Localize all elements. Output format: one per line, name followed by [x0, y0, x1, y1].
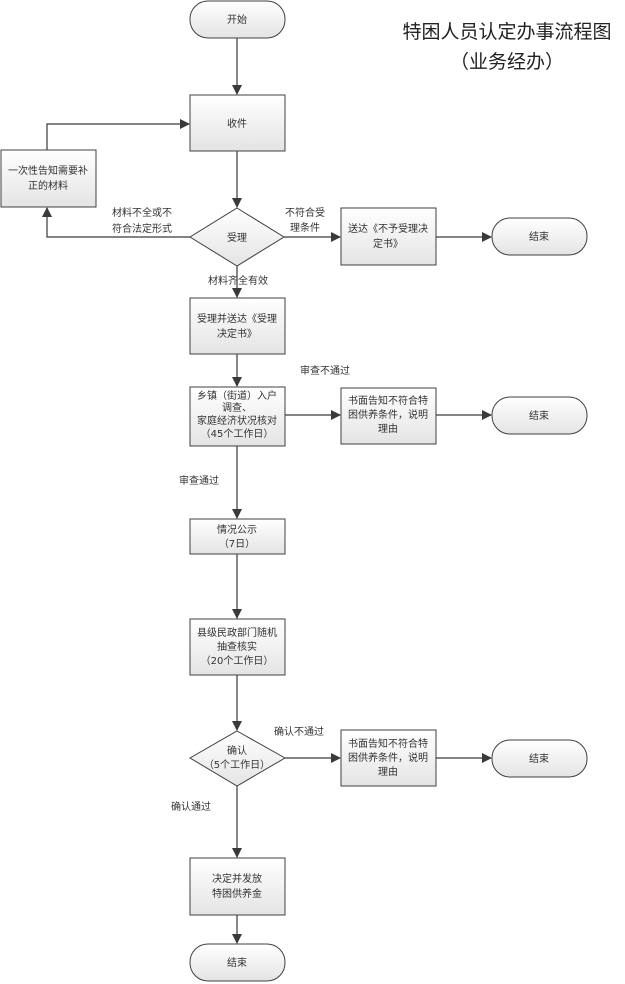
node-reject-notice-line2: 定书》 [373, 237, 403, 250]
node-end-4-label: 结束 [227, 956, 247, 969]
edge-label-confirm-pass: 确认通过 [171, 800, 211, 813]
decision-shape [189, 730, 287, 787]
node-fail-notice-1[interactable]: 书面告知不符合特 困供养条件，说明 理由 [340, 387, 437, 445]
edge-label-not-eligible-2: 理条件 [290, 221, 320, 234]
terminator-shape [189, 943, 286, 982]
node-reject-notice-line1: 送达《不予受理决 [348, 222, 428, 235]
process-shape [189, 618, 286, 676]
node-end-4[interactable]: 结束 [189, 943, 286, 982]
node-survey-line2: 调查、 [222, 401, 252, 414]
node-fail-notice-2-line1: 书面告知不符合特 [348, 737, 428, 750]
node-confirm-line2: （5个工作日） [204, 759, 270, 771]
node-accept-notice-line2: 决定书》 [217, 327, 257, 340]
node-end-1-label: 结束 [529, 230, 549, 243]
node-fail-notice-2[interactable]: 书面告知不符合特 困供养条件，说明 理由 [340, 729, 437, 787]
node-accept-notice-line1: 受理并送达《受理 [197, 312, 277, 325]
node-notify-supplement-line1: 一次性告知需要补 [8, 164, 88, 177]
process-shape [189, 857, 286, 916]
node-survey-line3: 家庭经济状况核对 [197, 414, 277, 427]
node-fail-notice-1-line1: 书面告知不符合特 [348, 394, 428, 407]
terminator-shape [491, 217, 588, 256]
edge-label-incomplete-2: 符合法定形式 [112, 222, 172, 235]
node-receive[interactable]: 收件 [189, 94, 286, 152]
node-decide-line2: 特困供养金 [212, 887, 262, 900]
edge-label-incomplete-1: 材料不全或不 [112, 206, 172, 219]
node-confirm-decision[interactable]: 确认 （5个工作日） [189, 730, 287, 787]
node-county-check-line3: （20个工作日） [201, 655, 274, 667]
node-survey-line1: 乡镇（街道）入户 [197, 389, 277, 402]
node-fail-notice-2-line2: 困供养条件，说明 [348, 751, 428, 764]
node-start[interactable]: 开始 [189, 0, 286, 39]
process-shape [340, 729, 437, 787]
diagram-subtitle: （业务经办） [450, 51, 564, 73]
decision-shape [189, 207, 285, 267]
process-shape [189, 386, 286, 447]
node-survey-line4: （45个工作日） [201, 428, 274, 440]
edge-label-review-pass: 审查通过 [179, 474, 219, 487]
process-shape [189, 94, 286, 152]
diagram-title: 特困人员认定办事流程图 [402, 21, 611, 43]
node-receive-label: 收件 [227, 117, 247, 130]
node-fail-notice-1-line3: 理由 [378, 422, 398, 435]
process-shape [340, 387, 437, 445]
node-confirm-line1: 确认 [227, 744, 247, 757]
node-fail-notice-2-line3: 理由 [378, 765, 398, 778]
edge-accept-supplement [42, 207, 190, 238]
connectors [42, 38, 492, 944]
node-decide-line1: 决定并发放 [212, 872, 262, 885]
edge-supplement-receive [46, 119, 190, 150]
process-shape [189, 518, 286, 555]
edge-label-complete: 材料齐全有效 [208, 274, 268, 287]
node-notify-supplement-line2: 正的材料 [28, 179, 68, 192]
node-end-3[interactable]: 结束 [491, 739, 588, 778]
node-reject-notice[interactable]: 送达《不予受理决 定书》 [340, 207, 437, 266]
node-publicity[interactable]: 情况公示 （7日） [189, 518, 286, 555]
edge-label-confirm-fail: 确认不通过 [274, 725, 324, 738]
terminator-shape [491, 396, 588, 435]
edge-label-not-eligible-1: 不符合受 [285, 206, 325, 219]
node-survey[interactable]: 乡镇（街道）入户 调查、 家庭经济状况核对 （45个工作日） [189, 386, 286, 447]
process-shape [340, 207, 437, 266]
node-end-1[interactable]: 结束 [491, 217, 588, 256]
edge-label-review-fail: 审查不通过 [300, 364, 350, 377]
node-county-check-line2: 抽查核实 [217, 640, 257, 653]
terminator-shape [189, 0, 286, 39]
process-shape [189, 297, 286, 355]
node-end-2-label: 结束 [529, 409, 549, 422]
node-notify-supplement[interactable]: 一次性告知需要补 正的材料 [0, 149, 97, 208]
node-decide[interactable]: 决定并发放 特困供养金 [189, 857, 286, 916]
node-accept-decision[interactable]: 受理 [189, 207, 285, 267]
node-publicity-line2: （7日） [219, 538, 255, 550]
node-county-check[interactable]: 县级民政部门随机 抽查核实 （20个工作日） [189, 618, 286, 676]
terminator-shape [491, 739, 588, 778]
node-accept-notice[interactable]: 受理并送达《受理 决定书》 [189, 297, 286, 355]
node-county-check-line1: 县级民政部门随机 [197, 626, 277, 639]
node-end-3-label: 结束 [529, 752, 549, 765]
node-start-label: 开始 [227, 13, 247, 26]
process-shape [0, 149, 97, 208]
node-publicity-line1: 情况公示 [217, 523, 257, 536]
node-end-2[interactable]: 结束 [491, 396, 588, 435]
node-fail-notice-1-line2: 困供养条件，说明 [348, 408, 428, 421]
node-accept-label: 受理 [227, 232, 247, 244]
